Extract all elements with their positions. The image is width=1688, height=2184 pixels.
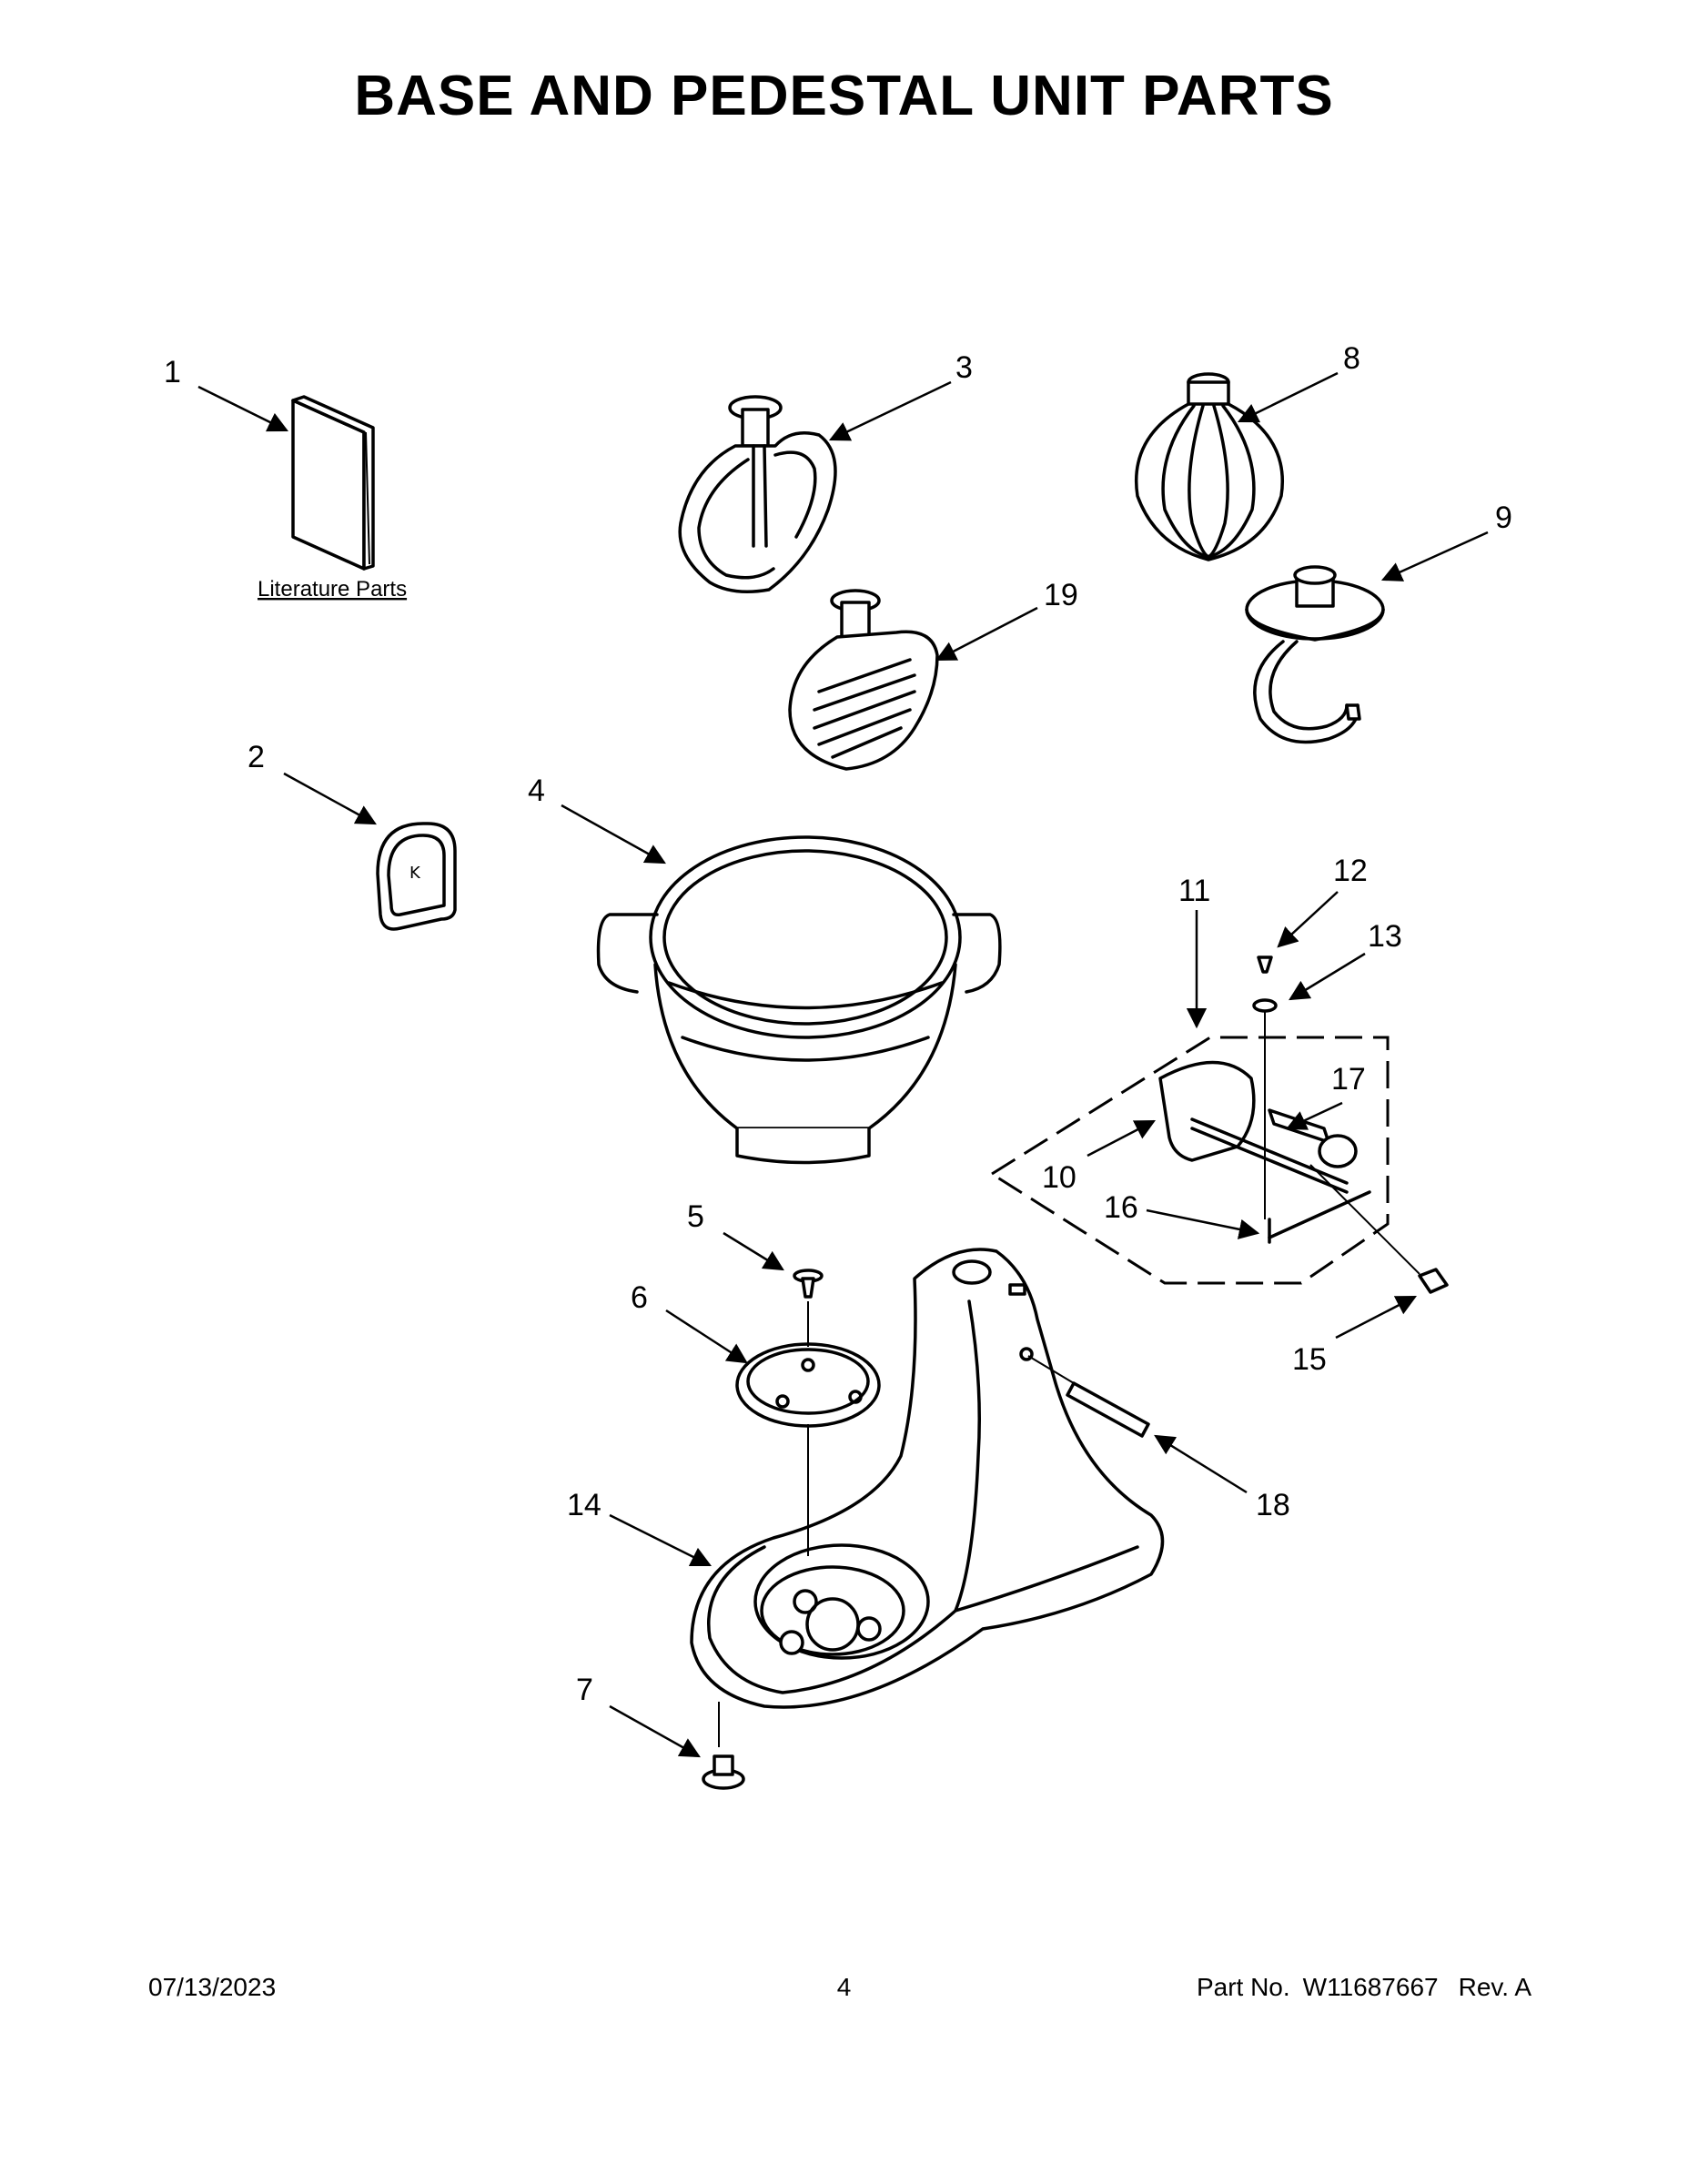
pedestal-base-illustration: [690, 1248, 1165, 1709]
callout-17: 17: [1331, 1062, 1366, 1097]
literature-book-illustration: Literature Parts: [258, 395, 407, 602]
callout-19: 19: [1044, 578, 1078, 612]
footer-part-info: Part No. W11687667 Rev. A: [1197, 1973, 1531, 2002]
callout-12: 12: [1333, 854, 1368, 888]
callout-numbers: 1 2 3 4 5 6 7 8 9 10 11 12 13 14 15 16 1…: [164, 341, 1512, 1707]
footer-date: 07/13/2023: [148, 1973, 277, 2001]
callout-8: 8: [1343, 341, 1360, 376]
footer-page-number: 4: [836, 1973, 852, 2001]
pastry-beater-illustration: [788, 589, 939, 771]
dough-hook-illustration: [1245, 565, 1385, 744]
screw-illustration: [793, 1269, 824, 1299]
callout-5: 5: [687, 1199, 704, 1234]
part-number: W11687667: [1302, 1973, 1439, 2001]
callout-9: 9: [1495, 500, 1512, 535]
callout-7: 7: [576, 1673, 593, 1707]
callout-4: 4: [528, 774, 545, 808]
foot-illustration: [702, 1702, 745, 1790]
logo-mark: K: [409, 864, 421, 883]
lift-linkage-assembly-illustration: [989, 956, 1449, 1294]
badge-illustration: K: [376, 822, 457, 931]
callout-16: 16: [1104, 1190, 1138, 1225]
leader-lines: [197, 371, 1489, 1758]
callout-14: 14: [567, 1488, 601, 1522]
wire-whip-illustration: [1135, 372, 1284, 561]
callout-11: 11: [1178, 874, 1210, 908]
literature-parts-label: Literature Parts: [258, 577, 407, 602]
page-title: BASE AND PEDESTAL UNIT PARTS: [354, 65, 1334, 127]
callout-18: 18: [1256, 1488, 1290, 1522]
clamp-plate-illustration: [735, 1301, 881, 1556]
flat-beater-illustration: [678, 395, 837, 593]
callout-6: 6: [631, 1280, 648, 1315]
callout-13: 13: [1368, 919, 1402, 954]
callout-2: 2: [248, 740, 265, 774]
callout-15: 15: [1292, 1342, 1327, 1377]
callout-3: 3: [955, 350, 973, 385]
callout-1: 1: [164, 355, 181, 389]
part-number-label: Part No.: [1196, 1973, 1290, 2001]
callout-10: 10: [1042, 1160, 1076, 1195]
bowl-illustration: [596, 835, 1002, 1165]
revision: Rev. A: [1458, 1973, 1531, 2001]
